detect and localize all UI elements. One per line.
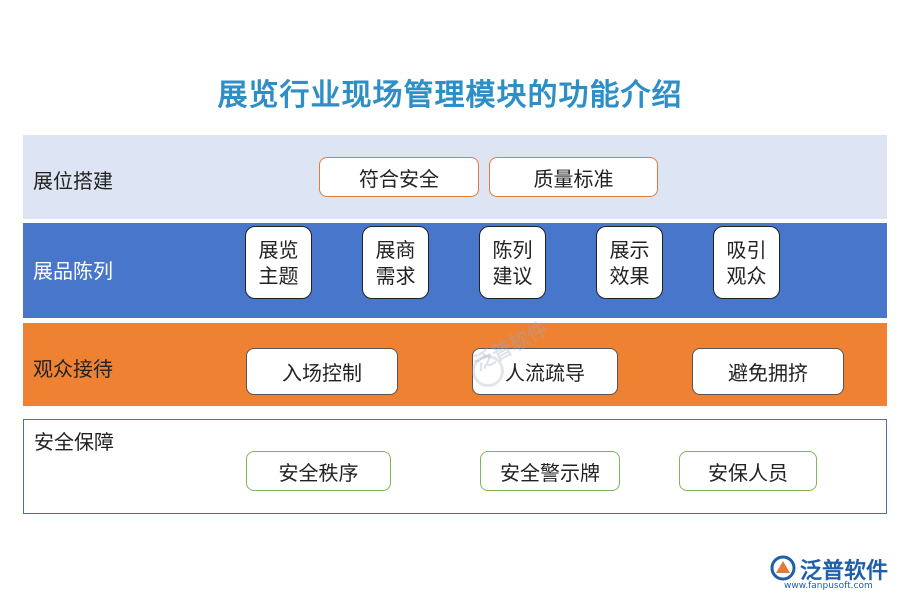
row-booth-construction: 展位搭建 符合安全 质量标准: [23, 135, 887, 219]
row-visitor-reception: 观众接待 入场控制 人流疏导 避免拥挤: [23, 323, 887, 406]
item-box: 吸引 观众: [713, 226, 780, 299]
item-box: 安保人员: [679, 451, 817, 491]
watermark-icon: [472, 355, 504, 387]
item-box: 避免拥挤: [692, 348, 844, 395]
row-safety-assurance: 安全保障 安全秩序 安全警示牌 安保人员: [23, 419, 887, 514]
item-box: 符合安全: [319, 157, 479, 197]
brand-name: 泛普软件: [800, 559, 889, 584]
row-label: 展品陈列: [33, 259, 113, 283]
row-label: 观众接待: [33, 357, 113, 381]
item-box: 展商 需求: [362, 226, 429, 299]
row-exhibit-display: 展品陈列 展览 主题 展商 需求 陈列 建议 展示 效果 吸引 观众: [23, 223, 887, 318]
diagram-title: 展览行业现场管理模块的功能介绍: [217, 78, 683, 113]
brand-logo-icon: [770, 555, 796, 581]
item-box: 入场控制: [246, 348, 398, 395]
item-box: 展示 效果: [596, 226, 663, 299]
row-label: 展位搭建: [33, 169, 113, 193]
item-box: 质量标准: [489, 157, 658, 197]
brand-logo: 泛普软件 www.fanpusoft.com: [770, 553, 895, 593]
item-box: 陈列 建议: [479, 226, 546, 299]
item-box: 安全警示牌: [480, 451, 620, 491]
row-label: 安全保障: [34, 430, 114, 454]
item-box: 展览 主题: [245, 226, 312, 299]
item-box: 安全秩序: [246, 451, 391, 491]
brand-url: www.fanpusoft.com: [784, 581, 873, 591]
